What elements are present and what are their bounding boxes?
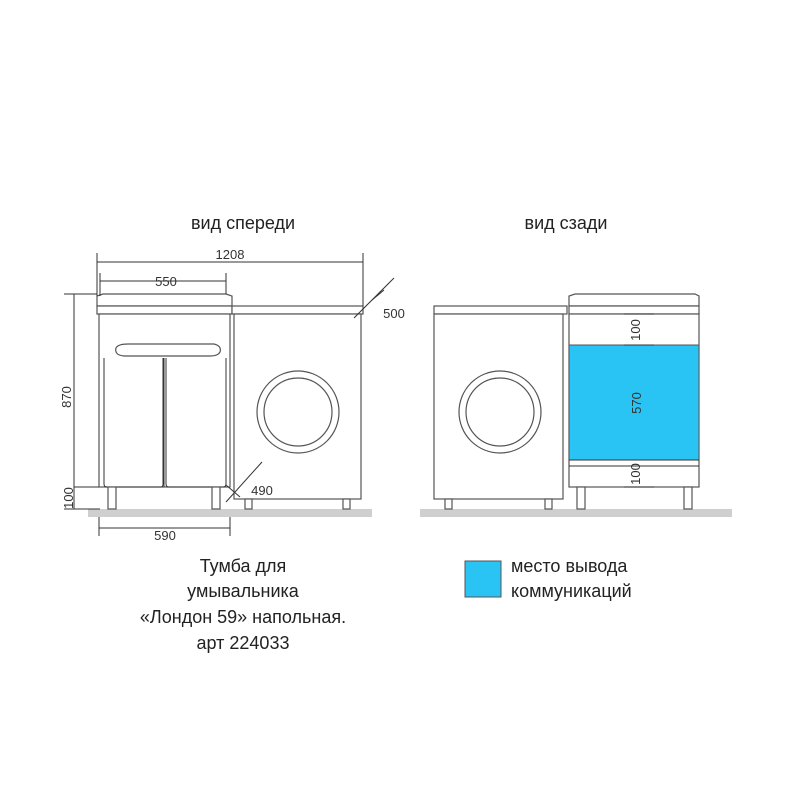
legend-line-1: место вывода bbox=[511, 556, 628, 576]
drawer-handle bbox=[115, 343, 221, 357]
front-view-title: вид спереди bbox=[191, 213, 295, 233]
back-basin-top bbox=[568, 293, 700, 307]
front-dimensions bbox=[64, 253, 395, 536]
dim-height-total: 870 bbox=[59, 386, 74, 408]
caption-line-3: «Лондон 59» напольная. bbox=[140, 607, 346, 627]
legend-line-2: коммуникаций bbox=[511, 581, 632, 601]
back-counter-slab bbox=[433, 305, 568, 315]
product-caption: Тумба для умывальника «Лондон 59» наполь… bbox=[140, 556, 346, 653]
dim-back-outlet-height: 570 bbox=[629, 392, 644, 414]
legend-swatch bbox=[464, 560, 502, 598]
floor-back bbox=[420, 509, 732, 517]
outlet-area bbox=[568, 344, 700, 461]
front-washer-foot-left bbox=[244, 498, 253, 510]
front-leg-right bbox=[211, 486, 221, 510]
back-basin-rim bbox=[568, 305, 700, 315]
caption-line-2: умывальника bbox=[187, 581, 300, 601]
back-leg-left bbox=[576, 486, 586, 510]
back-washer-foot-left bbox=[444, 498, 453, 510]
caption-line-4: арт 224033 bbox=[197, 633, 290, 653]
dim-depth-top: 500 bbox=[383, 306, 405, 321]
dim-back-bottom-offset: 100 bbox=[628, 463, 643, 485]
front-basin-top bbox=[96, 293, 233, 307]
back-leg-right bbox=[683, 486, 693, 510]
back-dimensions bbox=[624, 313, 654, 488]
caption-line-1: Тумба для bbox=[200, 556, 287, 576]
legend: место вывода коммуникаций bbox=[464, 556, 632, 601]
front-leg-left bbox=[107, 486, 117, 510]
dim-leg-height: 100 bbox=[61, 487, 76, 509]
back-washer-door-inner bbox=[465, 377, 535, 447]
floor-front bbox=[88, 509, 372, 517]
dim-depth-bottom: 490 bbox=[251, 483, 273, 498]
front-view bbox=[96, 293, 364, 510]
front-basin-rim bbox=[96, 305, 233, 315]
back-view-title: вид сзади bbox=[525, 213, 608, 233]
dim-total-width: 1208 bbox=[216, 247, 245, 262]
dim-back-top-offset: 100 bbox=[628, 319, 643, 341]
left-door bbox=[103, 358, 164, 488]
dim-cabinet-width-bottom: 590 bbox=[154, 528, 176, 543]
dim-cabinet-width-top: 550 bbox=[155, 274, 177, 289]
front-washer-foot-right bbox=[342, 498, 351, 510]
back-washer-foot-right bbox=[544, 498, 553, 510]
back-view bbox=[433, 293, 700, 510]
front-washer-door-inner bbox=[263, 377, 333, 447]
front-counter-slab bbox=[231, 305, 364, 315]
